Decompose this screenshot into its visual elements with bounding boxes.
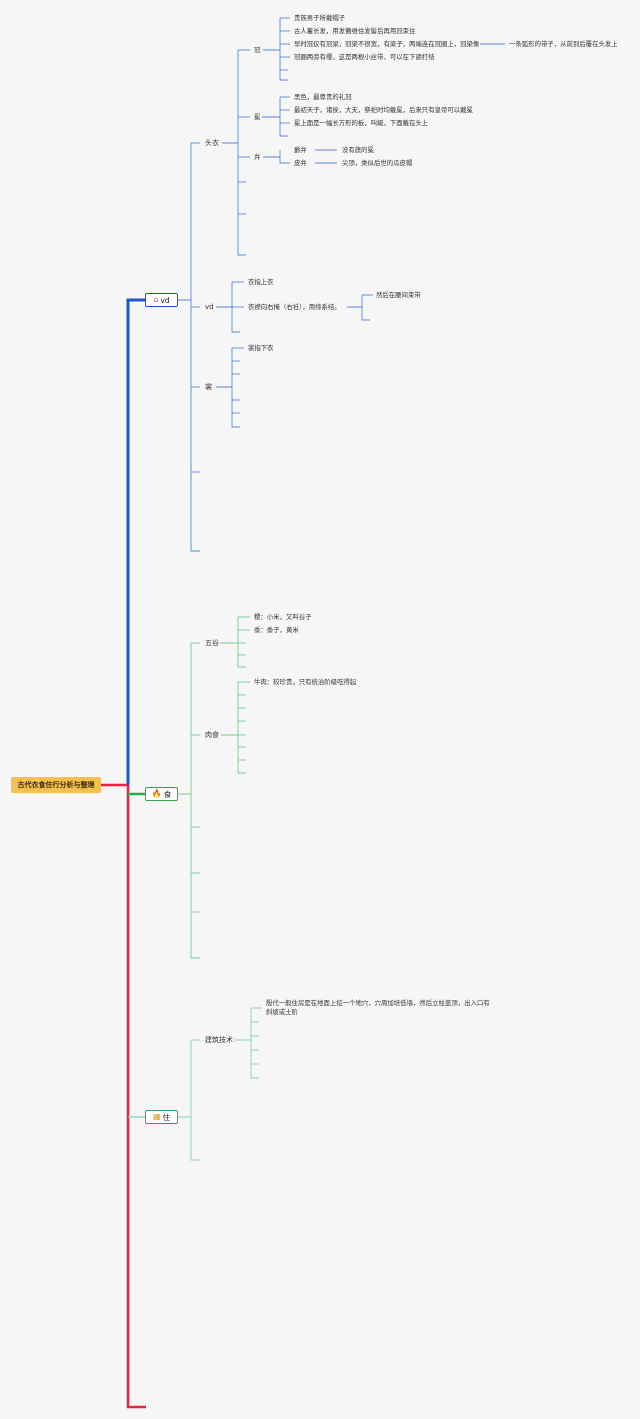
bian-item-1-child[interactable]: 没有旒的冕 — [342, 146, 374, 154]
yi-item-2-child[interactable]: 然后在腰间束带 — [376, 291, 421, 299]
root-to-clothing — [126, 298, 145, 785]
clothing-spine — [178, 143, 200, 552]
guan-item-4[interactable]: 冠圈两旁有缨，这是两根小丝带，可以在下颌打结 — [294, 53, 435, 61]
rou-item-1[interactable]: 牛肉：较珍贵，只有统治阶级吃得起 — [254, 678, 357, 686]
root-node[interactable]: 古代衣食住行分析与整理 — [11, 777, 101, 793]
node-jianzhu[interactable]: 建筑技术 — [205, 1036, 233, 1044]
fire-icon: 🔥 — [151, 789, 162, 798]
node-shang[interactable]: 裳 — [205, 383, 212, 391]
wugu-item-2[interactable]: 黍：黍子，黄米 — [254, 626, 299, 634]
node-toubyi[interactable]: 头衣 — [205, 139, 219, 147]
category-food[interactable]: 🔥 食 — [145, 787, 178, 801]
yi-item-2[interactable]: 衣襟向右掩（右衽），用绦系结。 — [248, 303, 341, 311]
jianzhu-item-1[interactable]: 殷代一般住房是在地面上挖一个地穴，穴周加培低墙，然后立柱盖顶，出入口有斜坡或土阶 — [266, 999, 490, 1016]
bian-item-2[interactable]: 皮弁 — [294, 159, 307, 167]
yi-item-1[interactable]: 衣指上衣 — [248, 278, 274, 286]
category-food-label: 食 — [163, 789, 172, 799]
guan-item-3-child[interactable]: 一条弧形的带子，从前到后覆在头发上 — [509, 40, 618, 48]
house-branch — [178, 1007, 262, 1161]
category-house-label: 住 — [162, 1112, 171, 1122]
node-wugu[interactable]: 五谷 — [205, 639, 219, 647]
root-trunk-red — [126, 785, 146, 1409]
guan-item-2[interactable]: 古人蓄长发，用发簪维住发髻后再用冠束住 — [294, 27, 416, 35]
category-clothing[interactable]: ⌂ vd — [145, 293, 178, 307]
mian-item-1[interactable]: 黑色，最尊贵的礼冠 — [294, 93, 352, 101]
mian-item-2[interactable]: 最初天子，诸侯，大夫，祭祀时均戴冕，后来只有皇帝可以戴冕 — [294, 106, 473, 114]
shang-item-1[interactable]: 裳指下衣 — [248, 344, 274, 352]
root-connectors — [101, 298, 146, 1409]
guan-item-3[interactable]: 早时冠仅有冠梁，冠梁不很宽，有梁子，两端连在冠圈上，冠梁像 — [294, 40, 480, 48]
bian-item-1[interactable]: 爵弁 — [294, 146, 307, 154]
node-yi[interactable]: vd — [205, 303, 214, 311]
category-house[interactable]: ▦ 住 — [145, 1110, 178, 1124]
node-bian[interactable]: 弁 — [254, 153, 261, 161]
node-mian[interactable]: 冕 — [254, 113, 261, 121]
clothing-branch — [178, 17, 505, 552]
mian-item-3[interactable]: 冕上面是一幅长方形的板，叫綖，下面戴在头上 — [294, 119, 429, 127]
node-guan[interactable]: 冠 — [254, 46, 261, 54]
food-branch — [178, 616, 250, 959]
building-icon: ▦ — [152, 1112, 161, 1121]
category-clothing-label: vd — [160, 295, 170, 305]
house-icon: ⌂ — [153, 295, 159, 304]
bian-item-2-child[interactable]: 尖顶，类似后世的瓜皮帽 — [342, 159, 413, 167]
guan-item-1[interactable]: 贵族男子所戴帽子 — [294, 14, 346, 22]
wugu-item-1[interactable]: 稷：小米，又叫谷子 — [254, 613, 312, 621]
node-rou[interactable]: 肉食 — [205, 731, 219, 739]
